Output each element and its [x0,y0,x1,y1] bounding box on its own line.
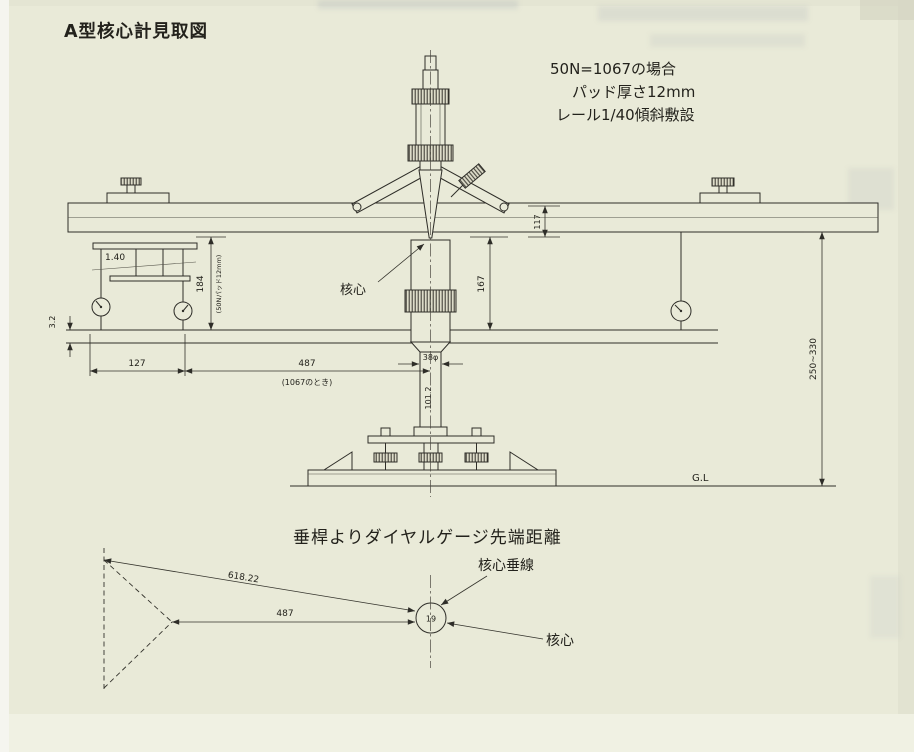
left-gauge-bracket [91,242,198,302]
bottom-diagram: 垂桿よりダイヤルゲージ先端距離 核心垂線 核心 618.22 487 19 [103,528,574,692]
dial-gauge-left-2 [173,301,193,330]
ground-level-label: G.L [692,473,709,484]
note-line-1: 50N=1067の場合 [550,60,676,78]
dim-184: 184 [196,275,206,292]
bottom-caption: 垂桿よりダイヤルゲージ先端距離 [293,528,562,548]
slope-label: 1.40 [105,253,125,263]
dial-gauge-left [91,297,111,330]
core-label-main: 核心 [340,283,366,298]
dim-101-2: 101.2 [424,387,433,410]
dim-487-note: (1067のとき) [282,378,333,387]
base-assembly [290,426,836,487]
horizontal-beam [67,177,879,233]
note-line-2: パッド厚さ12mm [572,83,695,101]
linkage-arms [351,163,510,214]
dim-117: 117 [533,214,542,229]
note-line-3: レール1/40傾斜敷設 [556,106,695,124]
gauge-number: 19 [426,615,436,624]
dim-250-330: 250~330 [809,338,819,380]
dim-487: 487 [298,359,315,369]
clamp-handle [458,163,486,189]
dim-618-22: 618.22 [227,571,260,586]
dim-167: 167 [477,275,487,292]
dim-184-note: (50Nパッド12mm) [215,255,223,314]
page-title: A型核心計見取図 [64,21,208,42]
rail-lines [66,329,718,344]
core-vertical-label: 核心垂線 [478,558,534,574]
dim-487-bottom: 487 [276,609,293,619]
dim-127: 127 [128,359,145,369]
dial-gauge-right [670,232,692,330]
dim-3-2: 3.2 [48,316,57,329]
labels-main: A型核心計見取図 50N=1067の場合 パッド厚さ12mm レール1/40傾斜… [48,21,819,484]
dimensions-main [67,205,840,486]
core-point-circle [415,602,447,634]
bleedthrough-marks [318,0,900,638]
core-label-bottom: 核心 [546,633,574,649]
